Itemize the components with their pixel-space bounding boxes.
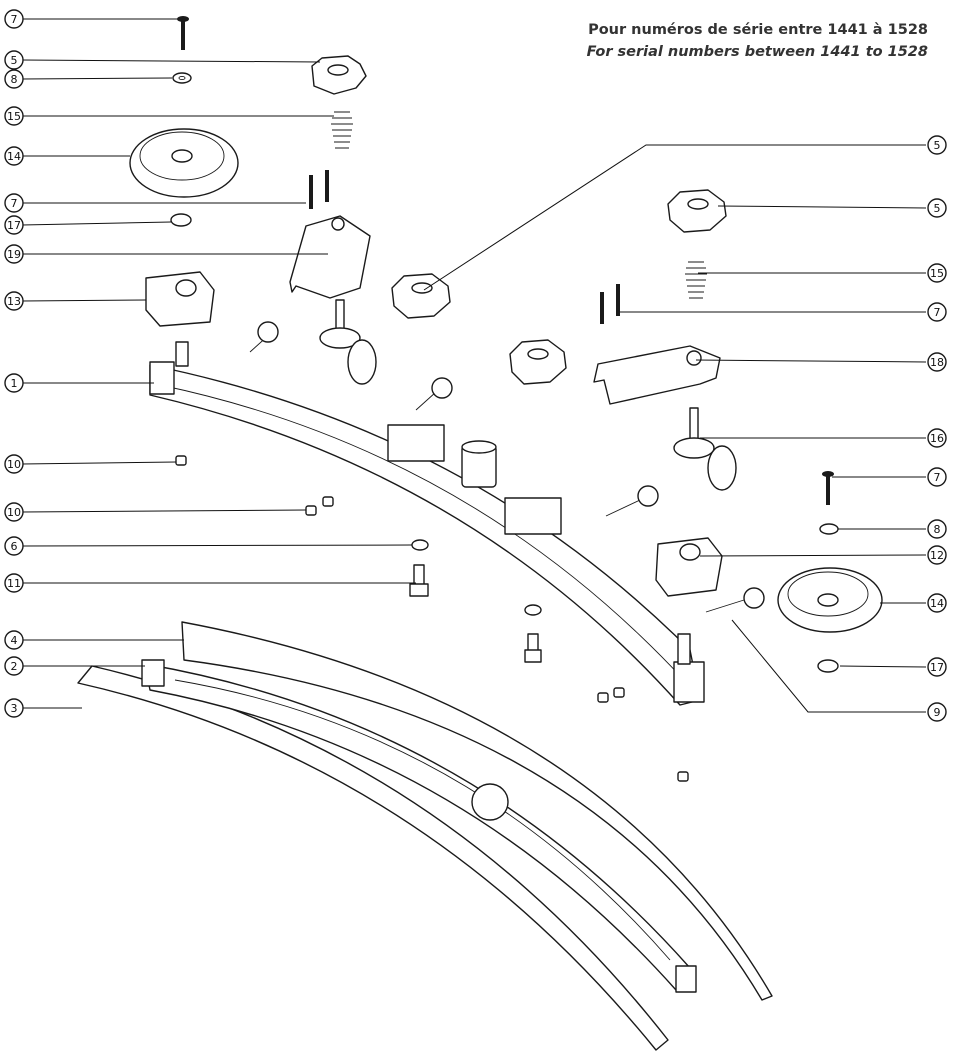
- callout-left-6: 7: [4, 193, 24, 213]
- svg-text:4: 4: [11, 634, 18, 647]
- svg-text:17: 17: [930, 661, 944, 674]
- callout-left-4: 15: [4, 106, 24, 126]
- bracket-clip-left: [145, 271, 215, 327]
- wheel-right: [777, 567, 883, 633]
- callout-left-10: 1: [4, 373, 24, 393]
- callout-left-2: 5: [4, 50, 24, 70]
- callout-left-3: 8: [4, 69, 24, 89]
- serial-range-fr: Pour numéros de série entre 1441 à 1528: [588, 22, 928, 38]
- svg-text:5: 5: [934, 202, 941, 215]
- caster-plate-left: [289, 215, 371, 299]
- svg-text:15: 15: [7, 110, 21, 123]
- callout-left-12: 10: [4, 502, 24, 522]
- svg-text:15: 15: [930, 267, 944, 280]
- svg-text:19: 19: [7, 248, 21, 261]
- svg-text:5: 5: [934, 139, 941, 152]
- callout-left-8: 19: [4, 244, 24, 264]
- callout-left-17: 3: [4, 698, 24, 718]
- rear-blade-strip: [77, 665, 669, 1051]
- svg-text:8: 8: [11, 73, 18, 86]
- callout-left-11: 10: [4, 454, 24, 474]
- compression-spring-right: [685, 261, 707, 299]
- compression-spring-left: [331, 111, 353, 149]
- wheel-left: [129, 128, 239, 198]
- leader-lines: [21, 18, 927, 713]
- svg-text:8: 8: [934, 523, 941, 536]
- star-knob-right: [667, 189, 727, 233]
- callout-left-14: 11: [4, 573, 24, 593]
- svg-text:5: 5: [11, 54, 18, 67]
- callout-right-6: 16: [927, 428, 947, 448]
- svg-text:2: 2: [11, 660, 18, 673]
- washer-17-right: [817, 659, 839, 673]
- caster-wheel-left: [319, 299, 377, 385]
- svg-text:7: 7: [11, 13, 18, 26]
- svg-text:14: 14: [930, 597, 944, 610]
- callout-right-2: 5: [927, 198, 947, 218]
- caster-plate-right: [593, 345, 721, 405]
- callouts-right: 5 5 15 7 18 16 7 8 12 14 17 9: [927, 135, 947, 722]
- release-pins: [249, 321, 765, 613]
- washer-17-left: [170, 213, 192, 227]
- svg-text:3: 3: [11, 702, 18, 715]
- bolt-pair-left: [309, 170, 329, 209]
- serial-range-en: For serial numbers between 1441 to 1528: [586, 44, 928, 60]
- bolt-pair-right: [600, 284, 620, 324]
- squeegee-main-body: [149, 341, 705, 706]
- svg-text:10: 10: [7, 458, 21, 471]
- callout-right-1: 5: [927, 135, 947, 155]
- svg-text:10: 10: [7, 506, 21, 519]
- washer-left: [172, 72, 192, 84]
- bracket-clip-right: [655, 537, 723, 597]
- blade-holder-frame: [141, 659, 697, 993]
- svg-text:6: 6: [11, 540, 18, 553]
- svg-text:7: 7: [11, 197, 18, 210]
- callout-right-10: 14: [927, 593, 947, 613]
- callout-right-3: 15: [927, 263, 947, 283]
- svg-text:13: 13: [7, 295, 21, 308]
- star-knob-left: [311, 55, 367, 95]
- svg-text:1: 1: [11, 377, 18, 390]
- washer-right: [819, 523, 839, 535]
- star-knob-right-lower: [509, 339, 567, 385]
- callout-left-9: 13: [4, 291, 24, 311]
- callout-right-4: 7: [927, 302, 947, 322]
- svg-text:9: 9: [934, 706, 941, 719]
- callout-left-13: 6: [4, 536, 24, 556]
- callout-left-15: 4: [4, 630, 24, 650]
- callout-right-11: 17: [927, 657, 947, 677]
- star-knob-center: [391, 273, 451, 319]
- svg-text:12: 12: [930, 549, 944, 562]
- callout-left-1: 7: [4, 9, 24, 29]
- front-blade-strip: [181, 621, 773, 1001]
- callout-right-5: 18: [927, 352, 947, 372]
- callout-left-5: 14: [4, 146, 24, 166]
- callouts-left: 7 5 8 15 14 7 17 19 13 1 10 10 6 11 4 2 …: [4, 9, 24, 718]
- callout-right-8: 8: [927, 519, 947, 539]
- bolt-top-left: [177, 16, 189, 50]
- callout-right-7: 7: [927, 467, 947, 487]
- caster-wheel-right: [673, 407, 737, 491]
- callout-right-12: 9: [927, 702, 947, 722]
- callout-right-9: 12: [927, 545, 947, 565]
- bolt-right: [822, 471, 834, 505]
- nuts-washers-bolts: [175, 455, 689, 782]
- svg-text:14: 14: [7, 150, 21, 163]
- svg-text:17: 17: [7, 219, 21, 232]
- svg-text:11: 11: [7, 577, 21, 590]
- svg-text:18: 18: [930, 356, 944, 369]
- svg-text:7: 7: [934, 471, 941, 484]
- callout-left-16: 2: [4, 656, 24, 676]
- svg-text:7: 7: [934, 306, 941, 319]
- callout-left-7: 17: [4, 215, 24, 235]
- svg-text:16: 16: [930, 432, 944, 445]
